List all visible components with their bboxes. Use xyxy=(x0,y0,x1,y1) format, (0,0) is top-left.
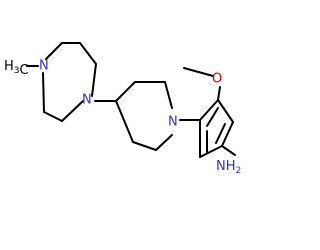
bond-methoxy xyxy=(217,86,221,101)
bond-piperidine xyxy=(155,134,173,151)
bond-piperidine xyxy=(115,100,134,143)
bond-methoxy xyxy=(183,67,214,77)
bond-aromatic xyxy=(199,99,219,121)
atom-label-n-piperidine: N xyxy=(168,115,178,130)
bond-piperidine xyxy=(132,141,157,151)
bond-aromatic-inner xyxy=(206,107,219,127)
bond-piperazine xyxy=(42,72,45,113)
bond-piperazine xyxy=(91,63,97,97)
atom-label-n-methyl: N xyxy=(39,59,49,74)
bond-piperazine xyxy=(61,100,84,122)
bond-aromatic xyxy=(221,121,234,147)
bond-amine xyxy=(221,145,236,156)
bond-piperazine xyxy=(45,42,63,60)
bond-piperazine xyxy=(79,42,97,65)
atom-label-n-piperazine: N xyxy=(82,93,92,108)
bond-aromatic-inner xyxy=(215,123,226,144)
bond-aromatic xyxy=(217,99,234,123)
bond-piperidine xyxy=(164,81,173,109)
bond-aromatic xyxy=(199,145,223,158)
bond-piperidine xyxy=(115,81,136,102)
bond-piperazine xyxy=(43,111,63,122)
atom-label-methyl: H3C xyxy=(4,59,29,78)
atom-label-methoxy-o: O xyxy=(212,72,222,87)
molecule-diagram: H3C N N N O NH2 xyxy=(4,42,241,176)
atom-label-layer: H3C N N N O NH2 xyxy=(4,59,241,176)
structure-canvas: H3C N N N O NH2 xyxy=(4,42,242,176)
atom-label-amine: NH2 xyxy=(216,159,241,176)
bond-layer xyxy=(26,42,236,158)
